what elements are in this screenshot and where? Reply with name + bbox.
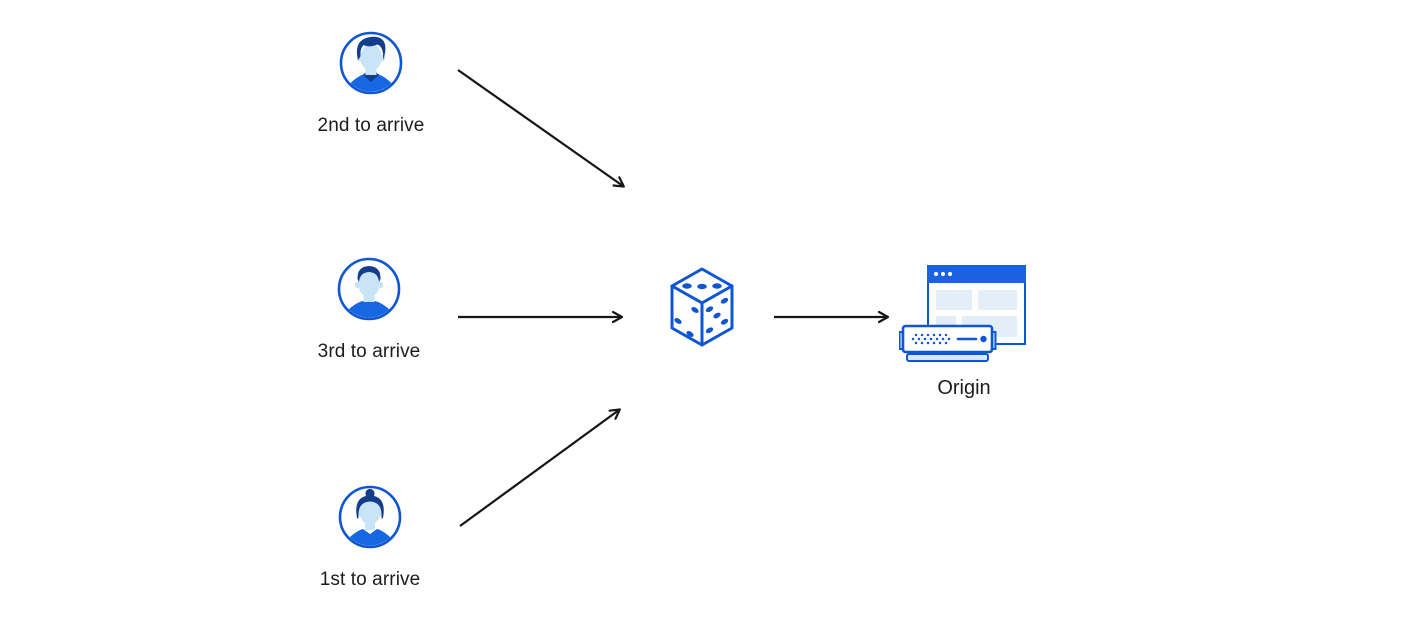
user-node-first-visitor: 1st to arrive: [290, 485, 450, 591]
user-node-second-visitor: 2nd to arrive: [291, 31, 451, 137]
dice-node: [668, 266, 736, 348]
dice-icon: [670, 267, 734, 347]
origin-label: Origin: [937, 377, 991, 399]
user-label: 3rd to arrive: [317, 341, 421, 362]
server-icon: [899, 324, 997, 362]
user-label: 2nd to arrive: [317, 115, 425, 136]
user-label: 1st to arrive: [319, 569, 421, 590]
arrow-second-visitor-to-dice: [457, 69, 625, 188]
origin-server-browser-icon: [899, 265, 1026, 362]
origin-node: Origin: [899, 262, 1029, 400]
man-flattop-avatar-icon: [337, 257, 401, 321]
woman-bun-avatar-icon: [338, 485, 402, 549]
arrow-first-visitor-to-dice: [459, 408, 621, 527]
user-node-third-visitor: 3rd to arrive: [289, 257, 449, 363]
man-pompadour-avatar-icon: [339, 31, 403, 95]
